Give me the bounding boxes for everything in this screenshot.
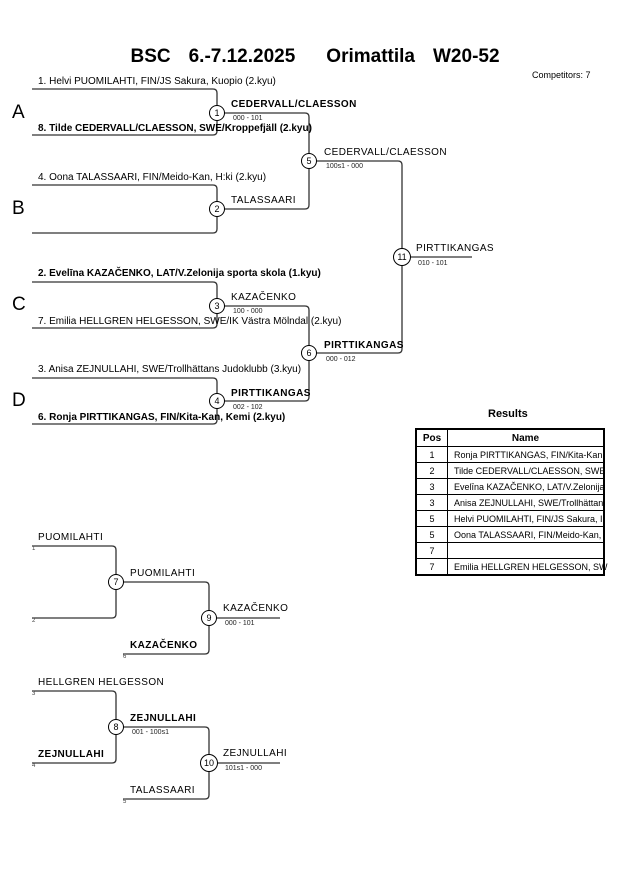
winner-m2: TALASSAARI xyxy=(231,195,296,206)
repechage-entry-4: ZEJNULLAHI xyxy=(38,749,105,760)
results-row: 7 xyxy=(415,542,605,559)
repechage-tag-5: 5 xyxy=(123,799,127,805)
score-m11: 010 - 101 xyxy=(418,260,448,267)
winner-m9: KAZAČENKO xyxy=(223,603,289,614)
winner-m11: PIRTTIKANGAS xyxy=(416,243,494,254)
page-title: BSC 6.-7.12.2025 Orimattila W20-52 xyxy=(0,46,630,68)
event-name: BSC xyxy=(130,46,171,67)
match-number-2[interactable]: 2 xyxy=(209,201,225,217)
result-pos: 1 xyxy=(415,446,448,463)
column-header-name: Name xyxy=(447,428,605,447)
result-name: Helvi PUOMILAHTI, FIN/JS Sakura, I xyxy=(447,510,605,527)
score-m10: 101s1 - 000 xyxy=(225,765,262,772)
winner-m10: ZEJNULLAHI xyxy=(223,748,288,759)
match-number-6[interactable]: 6 xyxy=(301,345,317,361)
match-number-9[interactable]: 9 xyxy=(201,610,217,626)
result-name: Evelīna KAZAČENKO, LAT/V.Zelonija xyxy=(447,478,605,495)
match-number-11[interactable]: 11 xyxy=(393,248,411,266)
match-number-5[interactable]: 5 xyxy=(301,153,317,169)
repechage-entry-3: HELLGREN HELGESSON xyxy=(38,677,165,688)
repechage-tag-2: 2 xyxy=(32,618,36,624)
winner-m7: PUOMILAHTI xyxy=(130,568,196,579)
entry-1[interactable]: 1. Helvi PUOMILAHTI, FIN/JS Sakura, Kuop… xyxy=(38,76,276,87)
entry-4[interactable]: 4. Oona TALASSAARI, FIN/Meido-Kan, H:ki … xyxy=(38,172,267,183)
winner-m6: PIRTTIKANGAS xyxy=(324,340,404,351)
result-pos: 7 xyxy=(415,542,448,559)
score-m5: 100s1 - 000 xyxy=(326,163,363,170)
event-location: Orimattila xyxy=(326,46,415,67)
result-name xyxy=(447,542,605,559)
repechage-tag-1: 1 xyxy=(32,546,36,552)
pool-label-a: A xyxy=(12,102,25,123)
entry-3[interactable]: 3. Anisa ZEJNULLAHI, SWE/Trollhättans Ju… xyxy=(38,364,302,375)
score-m8: 001 - 100s1 xyxy=(132,729,169,736)
competitors-count: Competitors: 7 xyxy=(532,70,591,80)
match-number-10[interactable]: 10 xyxy=(200,754,218,772)
winner-m1: CEDERVALL/CLAESSON xyxy=(231,99,357,110)
match-number-1[interactable]: 1 xyxy=(209,105,225,121)
bracket-line-m2 xyxy=(32,184,218,234)
result-pos: 7 xyxy=(415,558,448,576)
result-name: Tilde CEDERVALL/CLAESSON, SWE xyxy=(447,462,605,479)
pool-label-d: D xyxy=(12,390,26,411)
match-number-8[interactable]: 8 xyxy=(108,719,124,735)
bracket-line-m7 xyxy=(32,545,117,619)
pool-label-c: C xyxy=(12,294,26,315)
match-number-4[interactable]: 4 xyxy=(209,393,225,409)
entry-8[interactable]: 8. Tilde CEDERVALL/CLAESSON, SWE/Kroppef… xyxy=(38,123,312,134)
score-m1: 000 - 101 xyxy=(233,115,263,122)
result-name: Oona TALASSAARI, FIN/Meido-Kan, xyxy=(447,526,605,543)
winner-m8: ZEJNULLAHI xyxy=(130,713,197,724)
score-m3: 100 - 000 xyxy=(233,308,263,315)
repechage-tag-4: 4 xyxy=(32,763,36,769)
event-category: W20-52 xyxy=(433,46,500,67)
score-m4: 002 - 102 xyxy=(233,404,263,411)
event-dates: 6.-7.12.2025 xyxy=(188,46,296,67)
column-header-pos: Pos xyxy=(415,428,448,447)
result-pos: 5 xyxy=(415,526,448,543)
result-pos: 2 xyxy=(415,462,448,479)
match-number-3[interactable]: 3 xyxy=(209,298,225,314)
entry-7[interactable]: 7. Emilia HELLGREN HELGESSON, SWE/IK Väs… xyxy=(38,316,342,327)
repechage-entry-1: PUOMILAHTI xyxy=(38,532,104,543)
results-title: Results xyxy=(488,408,528,420)
result-name: Ronja PIRTTIKANGAS, FIN/Kita-Kan xyxy=(447,446,605,463)
result-name: Emilia HELLGREN HELGESSON, SW xyxy=(447,558,608,576)
result-name: Anisa ZEJNULLAHI, SWE/Trollhättan xyxy=(447,494,605,511)
result-pos: 3 xyxy=(415,478,448,495)
repechage-tag-6: 6 xyxy=(123,654,127,660)
entry-2[interactable]: 2. Evelīna KAZAČENKO, LAT/V.Zelonija spo… xyxy=(38,268,321,279)
score-m9: 000 - 101 xyxy=(225,620,255,627)
score-m6: 000 - 012 xyxy=(326,356,356,363)
repechage-entry-6: KAZAČENKO xyxy=(130,640,198,651)
result-pos: 5 xyxy=(415,510,448,527)
entry-6[interactable]: 6. Ronja PIRTTIKANGAS, FIN/Kita-Kan, Kem… xyxy=(38,412,286,423)
winner-m5: CEDERVALL/CLAESSON xyxy=(324,147,447,158)
repechage-tag-3: 3 xyxy=(32,691,36,697)
match-number-7[interactable]: 7 xyxy=(108,574,124,590)
repechage-entry-5: TALASSAARI xyxy=(130,785,195,796)
results-header-row: Pos Name xyxy=(415,428,605,447)
result-pos: 3 xyxy=(415,494,448,511)
winner-m3: KAZAČENKO xyxy=(231,292,297,303)
winner-m4: PIRTTIKANGAS xyxy=(231,388,311,399)
pool-label-b: B xyxy=(12,198,25,219)
